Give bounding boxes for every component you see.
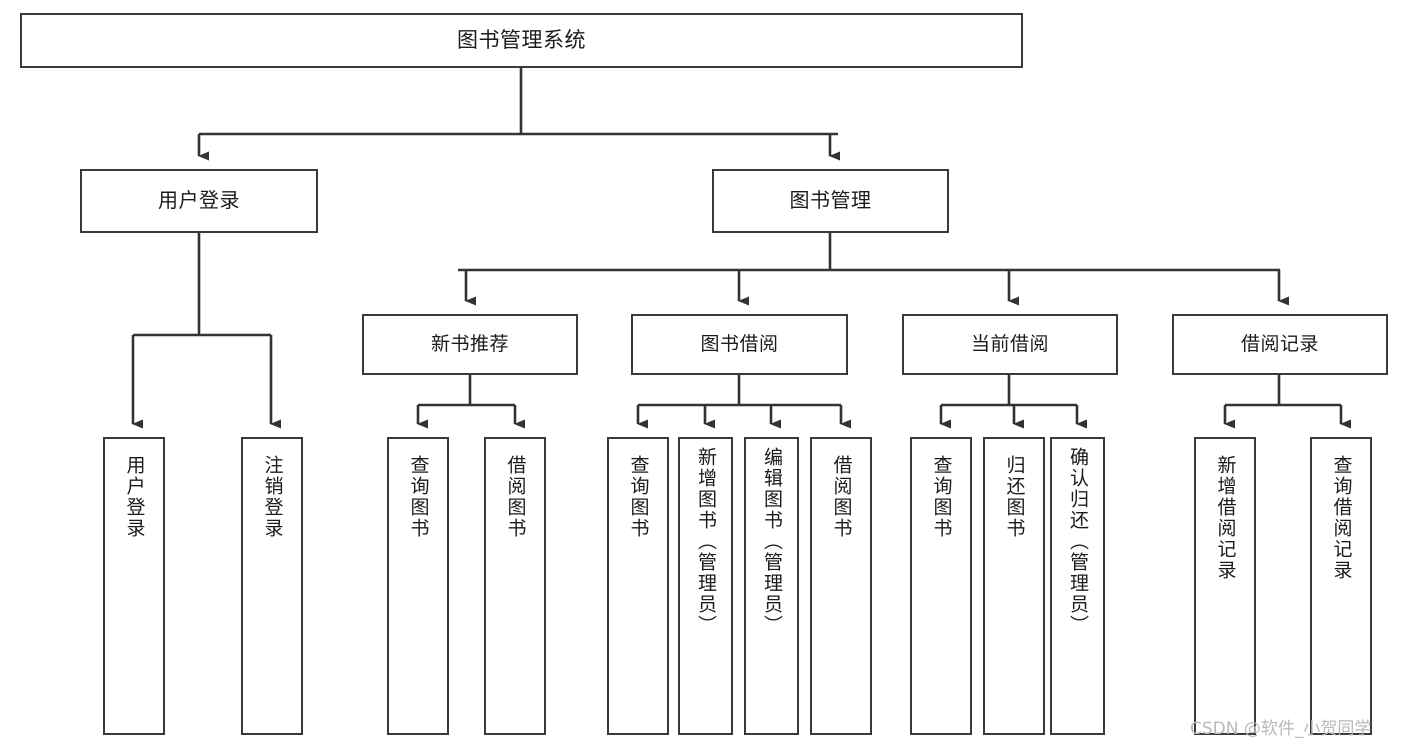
node-leaf-logout[interactable]: 注销登录 bbox=[241, 437, 303, 735]
node-label: 借阅图书 bbox=[504, 455, 527, 539]
node-label: 查询借阅记录 bbox=[1330, 455, 1353, 581]
node-label: 归还图书 bbox=[1003, 455, 1026, 539]
node-label: 用户登录 bbox=[158, 188, 240, 213]
node-label: 查询图书 bbox=[930, 455, 953, 539]
node-label: 确认归还（管理员） bbox=[1067, 447, 1089, 636]
node-leaf-query-book-3[interactable]: 查询图书 bbox=[910, 437, 972, 735]
node-leaf-edit-book[interactable]: 编辑图书（管理员） bbox=[744, 437, 799, 735]
node-leaf-query-borrow-record[interactable]: 查询借阅记录 bbox=[1310, 437, 1372, 735]
watermark-text: CSDN @软件_小贺同学 bbox=[1190, 719, 1372, 739]
node-leaf-confirm-return[interactable]: 确认归还（管理员） bbox=[1050, 437, 1105, 735]
node-root-system[interactable]: 图书管理系统 bbox=[20, 13, 1023, 68]
node-borrow-record[interactable]: 借阅记录 bbox=[1172, 314, 1388, 375]
node-leaf-user-login[interactable]: 用户登录 bbox=[103, 437, 165, 735]
node-label: 查询图书 bbox=[627, 455, 650, 539]
node-label: 用户登录 bbox=[123, 455, 146, 539]
node-leaf-query-book-1[interactable]: 查询图书 bbox=[387, 437, 449, 735]
node-leaf-add-book[interactable]: 新增图书（管理员） bbox=[678, 437, 733, 735]
node-current-borrow[interactable]: 当前借阅 bbox=[902, 314, 1118, 375]
node-leaf-query-book-2[interactable]: 查询图书 bbox=[607, 437, 669, 735]
node-leaf-return-book[interactable]: 归还图书 bbox=[983, 437, 1045, 735]
node-label: 当前借阅 bbox=[970, 333, 1049, 356]
node-book-manage[interactable]: 图书管理 bbox=[712, 169, 949, 233]
node-label: 图书管理系统 bbox=[457, 28, 586, 53]
node-leaf-add-borrow-record[interactable]: 新增借阅记录 bbox=[1194, 437, 1256, 735]
node-label: 借阅记录 bbox=[1240, 333, 1319, 356]
node-label: 图书管理 bbox=[789, 188, 872, 213]
node-leaf-borrow-book-1[interactable]: 借阅图书 bbox=[484, 437, 546, 735]
node-new-book-recommend[interactable]: 新书推荐 bbox=[362, 314, 578, 375]
node-label: 新增图书（管理员） bbox=[695, 447, 717, 636]
node-label: 新增借阅记录 bbox=[1214, 455, 1237, 581]
node-label: 图书借阅 bbox=[700, 333, 779, 356]
node-label: 新书推荐 bbox=[430, 333, 509, 356]
node-label: 编辑图书（管理员） bbox=[761, 447, 783, 636]
node-leaf-borrow-book-2[interactable]: 借阅图书 bbox=[810, 437, 872, 735]
node-label: 借阅图书 bbox=[830, 455, 853, 539]
node-label: 注销登录 bbox=[261, 455, 284, 539]
node-user-login[interactable]: 用户登录 bbox=[80, 169, 318, 233]
node-label: 查询图书 bbox=[407, 455, 430, 539]
node-book-borrow[interactable]: 图书借阅 bbox=[631, 314, 848, 375]
